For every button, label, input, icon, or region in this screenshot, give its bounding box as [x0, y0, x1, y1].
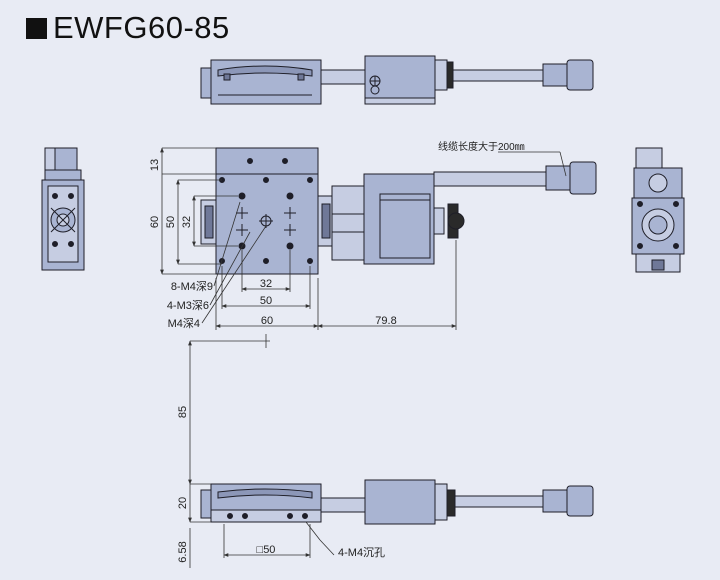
dim-13: 13	[149, 159, 161, 171]
dim-6-58: 6.58	[177, 541, 189, 562]
annotation-8-m4: 8-M4深9	[171, 280, 213, 293]
dim-50-horizontal: 50	[260, 295, 272, 307]
title-block: EWFG60-85	[26, 10, 230, 46]
dim-32-horizontal: 32	[260, 278, 272, 290]
right-side-view	[631, 147, 685, 273]
dimension-lines	[160, 147, 567, 568]
dim-50-vertical: 50	[165, 216, 177, 228]
dim-60-horizontal: 60	[261, 315, 273, 327]
top-view	[200, 55, 594, 105]
annotation-4-m4-countersink: 4-M4沉孔	[338, 546, 385, 559]
annotation-cable-length: 线缆长度大于200㎜	[438, 140, 525, 153]
dim-20: 20	[177, 497, 189, 509]
dimension-text: 13 60 50 32 32 50 60 79.8 85 20 6.58 □50…	[149, 140, 525, 563]
dim-32-vertical: 32	[181, 216, 193, 228]
product-title: EWFG60-85	[53, 10, 230, 45]
bottom-view	[200, 479, 594, 525]
dim-60-vertical: 60	[149, 216, 161, 228]
annotation-m4: M4深4	[168, 317, 200, 330]
title-square-icon	[26, 17, 47, 39]
main-plan-view	[200, 147, 597, 275]
left-side-view	[41, 147, 85, 271]
dim-85: 85	[177, 406, 189, 418]
dim-79-8: 79.8	[375, 315, 396, 327]
annotation-4-m3: 4-M3深6	[167, 299, 209, 312]
dim-base-50: □50	[257, 544, 276, 556]
